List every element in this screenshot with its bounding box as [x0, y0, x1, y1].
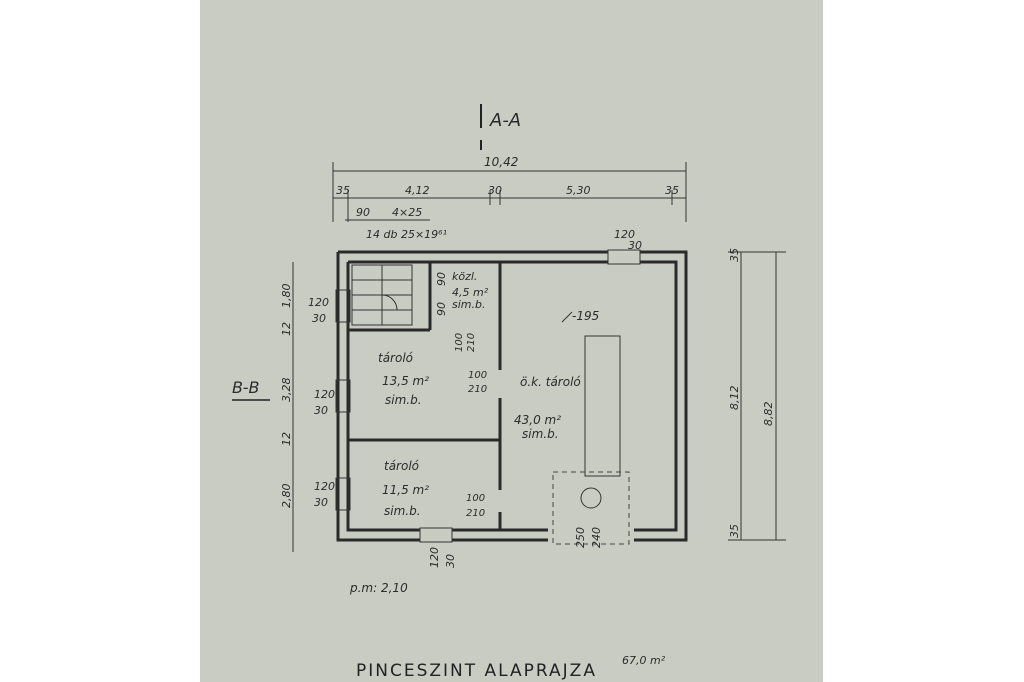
window-left-2-height: 120	[314, 388, 335, 401]
dimension-s2: 4×25	[392, 206, 422, 219]
dimension-d1: 35	[336, 184, 350, 197]
staircase	[351, 264, 413, 326]
window-left-3-sill: 30	[314, 496, 328, 509]
window-bottom	[419, 527, 453, 543]
window-bottom-height: 120	[428, 547, 441, 568]
window-bottom-sill: 30	[444, 554, 457, 568]
window-top-sill: 30	[628, 239, 642, 252]
right-dim-2: 8,12	[728, 386, 741, 411]
window-top	[607, 249, 641, 265]
stair-note: 14 db 25×19⁶¹	[366, 228, 447, 241]
left-dim-3: 3,28	[280, 378, 293, 403]
dimension-d2: 4,12	[405, 184, 430, 197]
small-dim-90b: 90	[435, 302, 448, 316]
dimension-d4: 5,30	[566, 184, 591, 197]
room-2-area: 11,5 m²	[382, 483, 429, 497]
right-dim-1: 35	[728, 248, 741, 262]
drawing-title-area: 67,0 m²	[622, 654, 666, 667]
dashed-area	[552, 471, 630, 545]
pillar-top: 250	[574, 527, 587, 548]
outer-wall	[336, 250, 688, 542]
pillar-bottom: 240	[590, 527, 603, 548]
left-dim-5: 2,80	[280, 484, 293, 509]
left-dim-4: 12	[280, 432, 293, 446]
level-mark: -195	[572, 309, 599, 323]
dimension-total-width: 10,42	[484, 155, 518, 169]
room-4-name: közl.	[452, 270, 477, 283]
door-1-width: 100	[454, 333, 465, 352]
room-4-area: 4,5 m²	[452, 286, 489, 299]
door-3-height: 210	[466, 508, 485, 519]
section-a-label: A-A	[489, 110, 521, 131]
section-b-label: B-B	[232, 378, 259, 397]
window-left-3-height: 120	[314, 480, 335, 493]
window-left-1-sill: 30	[312, 312, 326, 325]
window-left-2-sill: 30	[314, 404, 328, 417]
window-top-height: 120	[614, 228, 635, 241]
door-2-height: 210	[468, 384, 487, 395]
room-1-name: tároló	[378, 351, 413, 365]
left-dim-1: 1,80	[280, 284, 293, 309]
small-dim-90a: 90	[435, 272, 448, 286]
window-left-1-height: 120	[308, 296, 329, 309]
dimension-s1: 90	[356, 206, 370, 219]
dimension-d3: 30	[488, 184, 502, 197]
chimney-circle	[580, 487, 602, 509]
window-left-1	[335, 289, 351, 323]
room-2-name: tároló	[384, 459, 419, 473]
room-1-floor: sim.b.	[385, 393, 422, 407]
room-3-area: 43,0 m²	[514, 413, 561, 427]
drawing-title: PINCESZINT ALAPRAJZA	[356, 661, 597, 681]
room-4-floor: sim.b.	[452, 298, 485, 311]
room-3-floor: sim.b.	[522, 427, 559, 441]
room-2-floor: sim.b.	[384, 504, 421, 518]
left-dim-2: 12	[280, 322, 293, 336]
room-1-area: 13,5 m²	[382, 374, 429, 388]
pm-note: p.m: 2,10	[349, 581, 408, 595]
storage-rack	[584, 335, 621, 477]
dimension-d5: 35	[665, 184, 679, 197]
door-3-width: 100	[466, 493, 485, 504]
window-left-2	[335, 379, 351, 413]
door-1-height: 210	[466, 333, 477, 352]
window-left-3	[335, 477, 351, 511]
room-3-name: ö.k. tároló	[520, 375, 581, 389]
inner-wall-line	[346, 260, 678, 532]
door-2-width: 100	[468, 370, 487, 381]
paper-sheet	[200, 0, 823, 682]
right-dim-3: 35	[728, 524, 741, 538]
right-dim-total: 8,82	[762, 402, 775, 427]
interior-wall-horizontal	[348, 328, 500, 442]
